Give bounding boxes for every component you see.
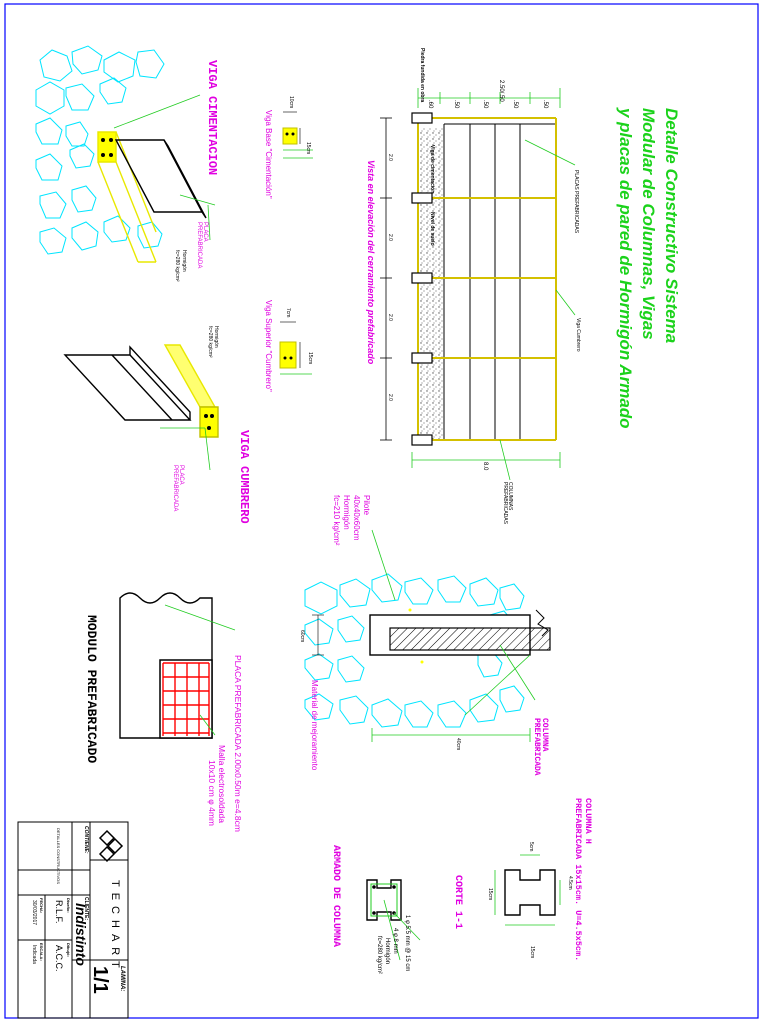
modulo-title: MODULO PREFABRICADO [84,615,99,764]
escala-label: ESCALA: [39,943,44,961]
armado-title: ARMADO DE COLUMNA [330,845,341,948]
columna-prefabricada-label: COLUMNA PREFABRICADA [532,718,549,776]
title-line-1: Detalle Constructivo Sistema [662,108,681,344]
escala-value: Indicada [31,945,37,964]
viga-cimentacion-hormigon: Hormigón [181,250,187,272]
contiene-value: DETALLES CONSTRUCTIVOS [56,828,61,884]
title-line-3: y placas de pared de Hormigón Armado [616,108,635,429]
diseno-label: Diseño: [66,898,71,913]
columna-h-dim-bottom: 15cm [529,946,535,959]
piedra-label: Piedra fundida en obra [419,48,425,103]
viga-superior-section-label: Viga Superior "Cumbrero" [264,300,273,392]
viga-superior-section [279,321,312,375]
modulo-placa-label: PLACA PREFABRICADA 2.00x0.50m e=4.8cm [233,655,243,832]
pilote-detail [304,529,551,742]
cliente-value: Indistinto [73,903,89,966]
viga-cimentacion-title: VIGA CIMENTACION [205,60,219,176]
columna-h-section [494,854,561,926]
side-dim-3: 2.0 [387,394,393,401]
columna-h-title-1: COLUMNA H [583,798,593,844]
pilote-label-4: fc=210 kg/cm² [332,495,341,546]
gravel-fill [418,198,444,440]
top-dim-4: .50 [512,100,518,109]
viga-cimentacion-label: Viga de cimentación [429,145,435,194]
viga-cumbrero-resistencia: fc=280 kg/cm² [207,326,213,358]
columnas-label: COLUMNAS PREFABRICADAS [502,482,513,524]
viga-cimentacion-detail [35,45,216,263]
viga-base-dim-width: 10cm [288,96,294,109]
brand-name: TECHART [109,880,121,974]
dibujo-value: A.C.C. [54,945,64,972]
viga-cumbrero-hormigon: Hormigón [213,326,219,348]
pilote-label-1: Pilote [362,495,371,516]
viga-superior-dim-height: 15cm [307,352,313,365]
nivel-suelo-label: Nivel de suelo [429,212,435,246]
techart-logo [98,829,124,863]
armado-stirrup: 1 φ 5.5 mm @ 15 cm [404,915,410,972]
top-dim-0: .60 [427,100,433,109]
side-dim-1: 2.0 [387,234,393,241]
armado-rebar: 4 φ 8 mm [392,928,398,954]
viga-base-section [282,111,313,159]
pilote-dim-depth: 60cm [299,630,305,643]
title-block [17,821,129,1019]
placas-label: PLACAS PREFABRICADAS [573,170,579,234]
top-dim-5: .50 [542,100,548,109]
pilote-dim-width: 40cm [455,738,461,751]
viga-base-dim-height: 15cm [305,142,311,155]
viga-superior-dim-width: 7cm [285,308,291,318]
armado-resistencia: fc=280 kg/cm² [376,936,382,974]
lamina-label: LAMINA: [119,966,125,992]
diseno-value: R.L.F. [54,900,64,924]
side-dim-2: 2.0 [387,314,393,321]
contiene-label: CONTIENE: [83,826,89,854]
dibujo-label: Dibujó: [66,943,71,957]
viga-cimentacion-placa: PLACA PREFABRICADA [196,222,208,269]
top-dim-2: .50 [482,100,488,109]
armado-columna-section [366,879,421,961]
soil-pattern-top [35,45,165,255]
viga-cumbrero-placa: PLACA PREFABRICADA [172,465,184,512]
viga-cimentacion-resistencia: fc=280 kg/cm² [174,250,180,282]
malla-label-1: Malla electrosoldada [217,745,227,823]
columna-h-dim-notch: 4.5cm [567,876,573,890]
viga-cumbrero-title: VIGA CUMBRERO [237,430,251,524]
fecha-label: FECHA: [39,898,44,914]
columna-h-dim-top: 5cm [528,842,534,852]
columna-h-dim-left: 15cm [487,888,493,901]
total-length: 8.0 [482,462,488,471]
columna-h-title-2: PREFABRICADA 15x15cm. U=4.5x5cm. [573,798,583,962]
viga-base-section-label: Viga Base "Cimentación" [264,110,273,199]
modulo-prefabricado-detail [119,592,236,739]
elevation-drawing [380,88,576,481]
side-dim-0: 2.0 [387,154,393,161]
lamina-value: 1/1 [89,966,111,994]
title-line-2: Modular de Columnas, Vigas [639,108,658,340]
viga-cumbrero-label: Viga Cumbrero [575,318,581,352]
top-dim-1: .50 [453,100,459,109]
armado-hormigon: Hormigón [384,938,390,965]
sheet-border [4,3,759,1019]
top-dim-3: 2.50/.50 [498,80,504,102]
pilote-label-2: 40x40x60cm [352,495,361,541]
corte-label: CORTE 1-1 [452,875,463,930]
material-mejoramiento: Material de mejoramiento [310,680,319,771]
fecha-value: 30/03/2017 [31,900,37,926]
elevation-caption: Vista en elevación del cerramiento prefa… [366,160,376,365]
pilote-label-3: Hormigón [342,495,351,530]
malla-label-2: 10x10 cm φ 4mm [207,760,217,826]
viga-cumbrero-detail [63,344,219,471]
